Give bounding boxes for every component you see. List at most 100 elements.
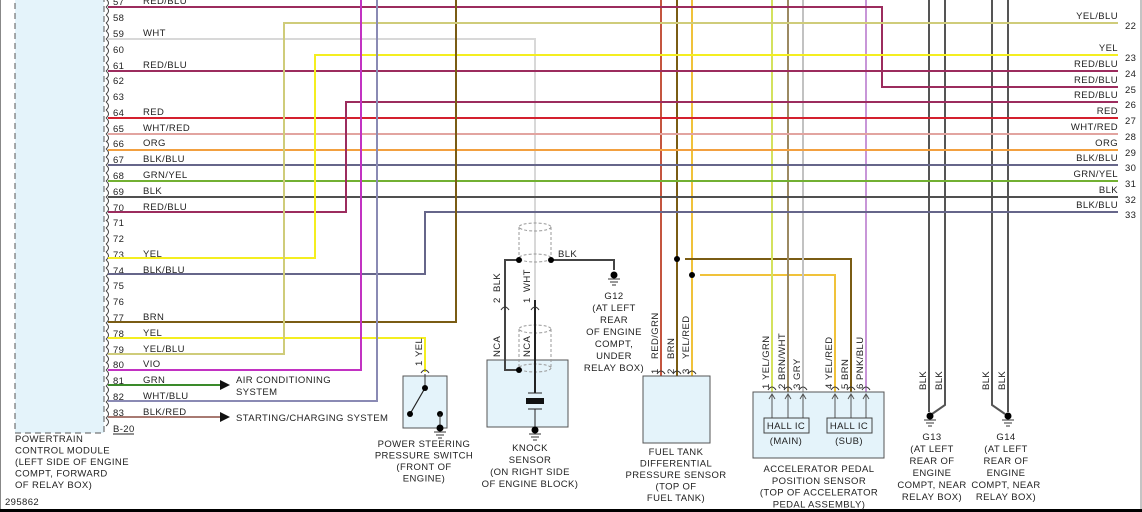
wire-pcm-pin-74 — [108, 211, 1118, 275]
arrow-right-icon — [220, 412, 230, 422]
right-connector-pin-number: 30 — [1125, 163, 1136, 174]
pcm-pin-number: 69 — [113, 187, 124, 198]
right-connector-wire-color: BLK/BLU — [1076, 200, 1118, 211]
wire-pcm-pin-70 — [108, 101, 1118, 213]
arrow-up-icon — [768, 393, 776, 400]
pcm-pin-number: 83 — [113, 408, 124, 419]
piezo-element-icon — [526, 398, 544, 404]
fuel-tank-sensor-label-line: FUEL TANK — [649, 447, 704, 458]
fuel-tank-pin-number: 1 — [650, 368, 661, 374]
pcm-pin-number: 79 — [113, 345, 124, 356]
g12-label-line: UNDER — [596, 351, 632, 362]
pcm-pin-wire-color: BLK/RED — [143, 407, 186, 418]
pcm-pin-terminal-icon — [105, 219, 109, 237]
g12-label-line: RELAY BOX) — [584, 363, 644, 374]
pcm-pin-number: 58 — [113, 13, 124, 24]
wire-g13-b — [931, 0, 946, 415]
pcm-label-line: CONTROL MODULE — [15, 446, 110, 457]
right-connector-wire-color: GRN/YEL — [1073, 169, 1118, 180]
pin-connector-icon — [846, 386, 856, 391]
hall-ic-main-box — [763, 417, 810, 434]
pcm-pin-number: 81 — [113, 376, 124, 387]
pcm-pin-wire-color: ORG — [143, 138, 166, 149]
ps-switch-label-line: POWER STEERING — [378, 439, 471, 450]
wire-knock-shield-blk — [504, 259, 519, 371]
pcm-pin-terminal-icon — [105, 93, 109, 111]
pcm-pin-terminal-icon — [105, 377, 109, 395]
pcm-pin-number: 61 — [113, 61, 124, 72]
fuel-tank-sensor-label-line: DIFFERENTIAL — [640, 459, 712, 470]
fuel-tank-pin-wire-color: BRN — [666, 338, 677, 359]
g14-label-line: REAR OF — [983, 456, 1028, 467]
g14-ground-icon — [1002, 412, 1014, 427]
pcm-pin-number: 70 — [113, 203, 124, 214]
pcm-pin-terminal-icon — [105, 77, 109, 95]
pcm-pin-terminal-icon — [105, 361, 109, 379]
pcm-pin-terminal-icon — [105, 267, 109, 285]
air-conditioning-destination-line: AIR CONDITIONING — [236, 375, 331, 386]
pcm-pin-terminal-icon — [105, 0, 109, 16]
pcm-label-line: POWERTRAIN — [15, 434, 83, 445]
pcm-pin-terminal-icon — [105, 409, 109, 427]
right-connector-pin-number: 24 — [1125, 69, 1136, 80]
knock-pin-wire-color: WHT — [522, 269, 533, 292]
ps-switch-wire-color: YEL — [414, 338, 425, 357]
g13-label-line: REAR OF — [909, 456, 954, 467]
app-sensor-body — [752, 391, 885, 459]
ground-dot — [610, 271, 618, 279]
fuel-tank-sensor-label-line: FUEL TANK) — [647, 493, 705, 504]
right-connector-wire-color: BLK/BLU — [1076, 153, 1118, 164]
app-pin-number: 2 — [777, 383, 788, 389]
nca-label: NCA — [492, 335, 503, 357]
app-pin-wire-color: PNK/BLU — [855, 337, 866, 380]
g14-wire-color: BLK — [997, 371, 1008, 390]
pcm-pin-wire-color: BRN — [143, 312, 164, 323]
right-connector-pin-number: 23 — [1125, 53, 1136, 64]
arrow-up-icon — [862, 393, 870, 400]
fuel-tank-sensor-label-line: PRESSURE SENSOR — [625, 470, 726, 481]
pcm-pin-terminal-icon — [105, 282, 109, 300]
pcm-label-line: (LEFT SIDE OF ENGINE — [15, 457, 129, 468]
pcm-label-line: COMPT, FORWARD — [15, 469, 108, 480]
pcm-pin-wire-color: WHT/RED — [143, 123, 190, 134]
app-pin-number: 3 — [792, 383, 803, 389]
hall-ic-sub-box — [826, 417, 873, 434]
pin-connector-icon — [767, 386, 777, 391]
wire-pcm-pin-77 — [108, 0, 457, 323]
right-connector-wire-color: YEL — [1099, 43, 1118, 54]
right-connector-wire-color: RED/BLU — [1074, 90, 1118, 101]
hall-ic-main-label: (MAIN) — [770, 436, 802, 447]
starting-charging-destination-line: STARTING/CHARGING SYSTEM — [236, 413, 388, 424]
app-sensor-label-line: POSITION SENSOR — [772, 476, 866, 487]
splice-dot-brn — [674, 256, 680, 262]
app-pin-wire-color: GRY — [792, 358, 803, 380]
app-pin-wire-color: BRN/WHT — [777, 333, 788, 380]
right-connector-pin-number: 25 — [1125, 85, 1136, 96]
figure-id: 295862 — [5, 497, 39, 508]
right-connector-pin-number: 22 — [1125, 21, 1136, 32]
g14-label-line: G14 — [996, 432, 1015, 443]
arrow-up-icon — [847, 393, 855, 400]
g12-label-line: G12 — [604, 291, 623, 302]
g13-label-line: (AT LEFT — [910, 444, 954, 455]
pcm-pin-number: 65 — [113, 124, 124, 135]
pin-connector-icon — [530, 306, 540, 311]
wire-pcm-pin-79 — [108, 22, 1118, 355]
right-connector-pin-number: 26 — [1125, 100, 1136, 111]
app-sensor-label-line: PEDAL ASSEMBLY) — [773, 499, 866, 510]
ps-switch-label-line: PRESSURE SWITCH — [375, 451, 473, 462]
hall-ic-sub-label: HALL IC — [830, 421, 868, 432]
right-connector-wire-color: BLK — [1099, 185, 1118, 196]
pin-connector-icon — [420, 369, 430, 374]
pcm-pin-wire-color: VIO — [143, 359, 161, 370]
g14-label-line: (AT LEFT — [984, 444, 1028, 455]
g12-ground-icon — [608, 271, 620, 286]
g13-label-line: COMPT, NEAR — [897, 480, 966, 491]
fuel-tank-pin-number: 2 — [666, 368, 677, 374]
fuel-tank-sensor-body — [642, 375, 711, 444]
switch-terminal — [407, 411, 413, 417]
pcm-pin-wire-color: YEL — [143, 328, 162, 339]
nca-label: NCA — [522, 335, 533, 357]
pcm-pin-wire-color: BLK — [143, 186, 162, 197]
pcm-pin-number: 67 — [113, 155, 124, 166]
